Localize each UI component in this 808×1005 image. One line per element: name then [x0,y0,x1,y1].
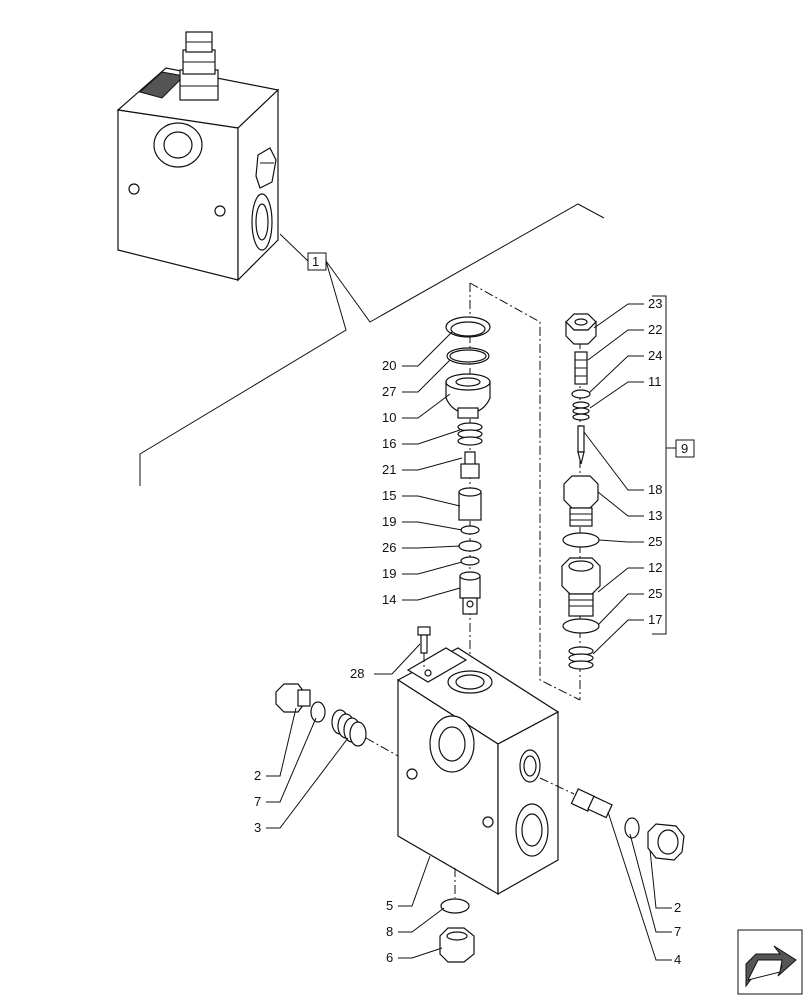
callout-8: 8 [386,924,393,939]
callout-box-9 [675,439,695,458]
callout-3: 3 [254,820,261,835]
callout-17: 17 [648,612,662,627]
callout-19-lower: 19 [382,566,396,581]
callout-11: 11 [648,374,662,389]
centre-stack [445,316,491,615]
callout-9: 9 [681,441,688,456]
callout-2-right: 2 [674,900,681,915]
callout-7-left: 7 [254,794,261,809]
callout-2-left: 2 [254,768,261,783]
callout-16: 16 [382,436,396,451]
callout-4: 4 [674,952,681,967]
callout-14: 14 [382,592,396,607]
next-page-arrow-icon [745,945,797,988]
callout-13: 13 [648,508,662,523]
callout-12: 12 [648,560,662,575]
callout-28: 28 [350,666,364,681]
left-plug-group [275,683,399,757]
valve-block [396,647,560,896]
callout-22: 22 [648,322,662,337]
callout-1: 1 [312,254,319,269]
callout-27: 27 [382,384,396,399]
callout-25-lower: 25 [648,586,662,601]
callout-15: 15 [382,488,396,503]
callout-20: 20 [382,358,396,373]
next-page-button[interactable] [737,929,803,995]
callout-5: 5 [386,898,393,913]
callout-24: 24 [648,348,662,363]
callout-7-right: 7 [674,924,681,939]
callout-23: 23 [648,296,662,311]
callout-10: 10 [382,410,396,425]
right-plug-group [539,777,685,861]
cartridge-9 [561,313,601,670]
callout-21: 21 [382,462,396,477]
callout-25-upper: 25 [648,534,662,549]
callout-6: 6 [386,950,393,965]
callout-18: 18 [648,482,662,497]
assembled-valve-block [116,31,280,282]
callout-26: 26 [382,540,396,555]
callout-19-upper: 19 [382,514,396,529]
